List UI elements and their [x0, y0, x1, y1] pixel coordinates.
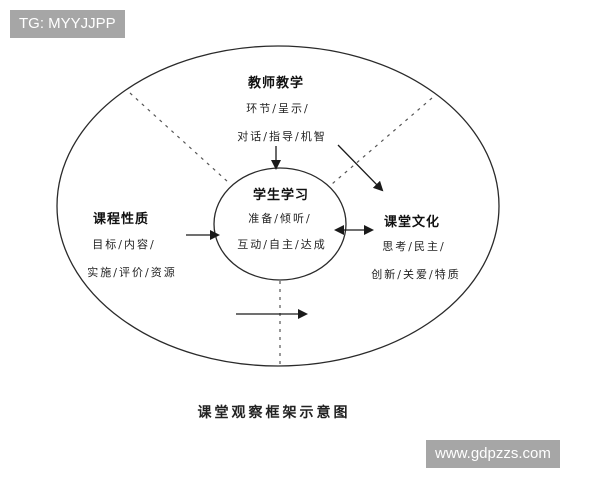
- teacher-teaching-title: 教师教学: [247, 76, 305, 91]
- classroom-culture-title: 课堂文化: [383, 215, 441, 230]
- dashed-divider-upper-right: [331, 97, 433, 185]
- teacher-teaching-line-2: 对话/指导/机智: [237, 130, 327, 143]
- curriculum-nature-line-1: 目标/内容/: [92, 238, 156, 251]
- dashed-divider-upper-left: [129, 92, 229, 183]
- outer-ellipse: [56, 45, 500, 367]
- classroom-culture-line-1: 思考/民主/: [382, 240, 446, 253]
- watermark-top-left: TG: MYYJJPP: [10, 10, 125, 38]
- student-learning-line-1: 准备/倾听/: [248, 212, 312, 225]
- curriculum-nature-title: 课程性质: [92, 212, 150, 227]
- student-learning-line-2: 互动/自主/达成: [237, 238, 327, 251]
- curriculum-nature-line-2: 实施/评价/资源: [87, 266, 177, 279]
- diagram-caption: 课堂观察框架示意图: [197, 405, 351, 421]
- teacher-teaching-line-1: 环节/呈示/: [246, 102, 310, 115]
- watermark-bottom-right: www.gdpzzs.com: [426, 440, 560, 468]
- student-learning-title: 学生学习: [252, 188, 310, 203]
- arrow-teacher-to-culture: [337, 144, 384, 192]
- classroom-culture-line-2: 创新/关爱/特质: [371, 268, 461, 281]
